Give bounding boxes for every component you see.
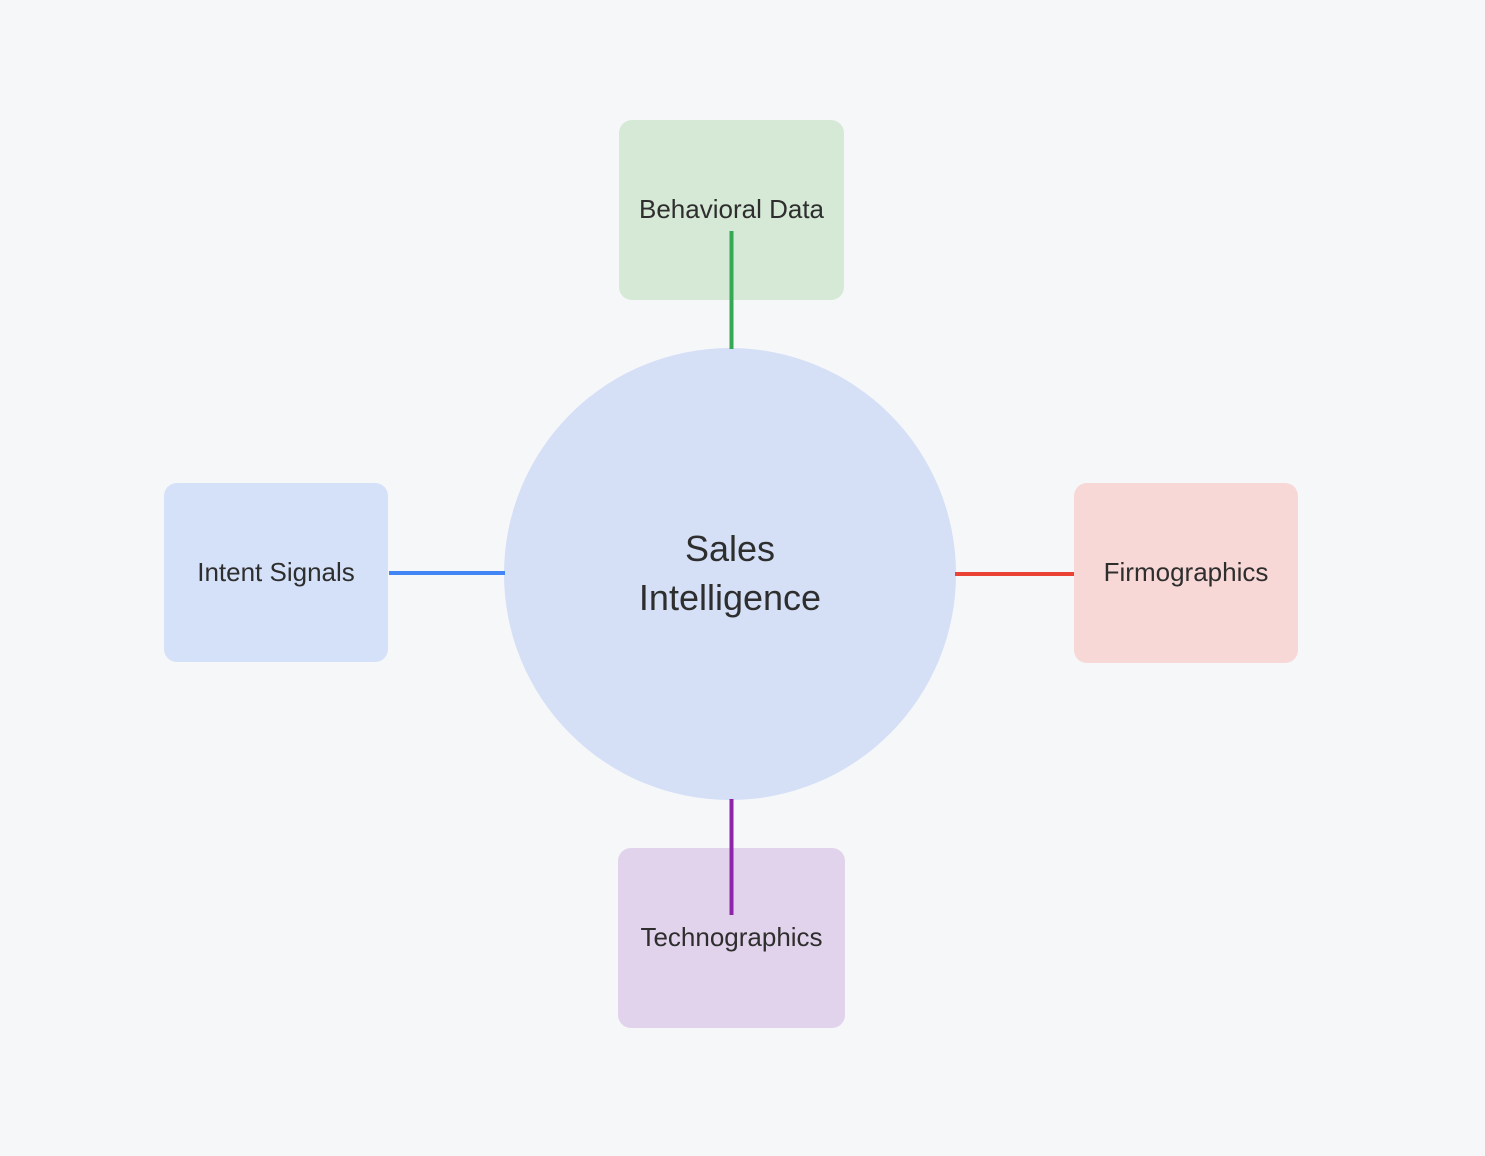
central-node-label: Sales Intelligence [638, 528, 822, 618]
node-behavioral-data-label: Behavioral Data [639, 194, 824, 225]
node-technographics: Technographics [618, 848, 845, 1028]
node-intent-signals: Intent Signals [164, 483, 388, 662]
node-firmographics: Firmographics [1074, 483, 1298, 663]
node-firmographics-label: Firmographics [1103, 557, 1269, 588]
node-intent-signals-label: Intent Signals [197, 556, 355, 587]
node-behavioral-data: Behavioral Data [619, 120, 844, 300]
node-technographics-label: Technographics [640, 922, 823, 953]
central-node-sales-intelligence: Sales Intelligence [504, 348, 956, 800]
